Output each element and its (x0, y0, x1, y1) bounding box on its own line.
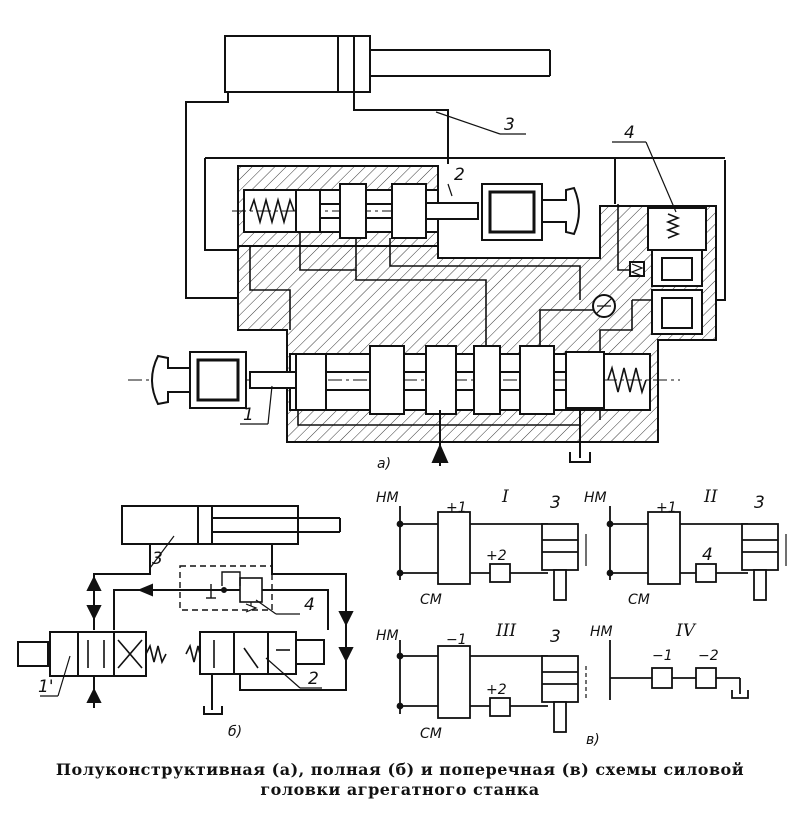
cylinder-3-b (121, 505, 341, 545)
pressure-valve-4-b (179, 565, 273, 611)
label-c-II: II (703, 487, 718, 507)
label-c-IV: IV (675, 621, 697, 641)
label-c-IV-nm: НМ (590, 624, 613, 640)
label-c-III-p2: +2 (486, 682, 507, 698)
label-c-II-nm: НМ (584, 490, 607, 506)
figure-caption: Полуконструктивная (а), полная (б) и поп… (30, 760, 770, 800)
scheme-II (606, 506, 787, 601)
scheme-I (396, 506, 587, 601)
label-a-2: 2 (454, 165, 465, 185)
label-a-1: 1 (243, 405, 254, 425)
label-c-III-cm: СМ (420, 726, 442, 742)
pipe-right-a (716, 160, 726, 301)
directional-valve-2-b (185, 631, 325, 675)
label-c-IV-m2: −2 (698, 648, 719, 664)
pipe-left-a (185, 92, 238, 299)
label-b-1: 1' (38, 677, 54, 697)
label-c-IV-m1: −1 (652, 648, 673, 664)
pipe-rod-a (353, 92, 449, 164)
upper-spring (249, 196, 295, 226)
label-b-2: 2 (308, 669, 319, 689)
caption-line-2: головки агрегатного станка (260, 780, 540, 799)
label-b-3: 3 (152, 549, 163, 569)
label-c-II-p1: +1 (656, 500, 677, 516)
cylinder-3-a (224, 35, 551, 93)
pipe-top-left-a (204, 158, 238, 251)
label-c-I-p2: +2 (486, 548, 507, 564)
label-c-I-cm: СМ (420, 592, 442, 608)
label-c-I-p1: +1 (446, 500, 467, 516)
label-c-III-3: 3 (550, 627, 561, 647)
label-c-III-nm: НМ (376, 628, 399, 644)
label-c-II-4: 4 (702, 545, 713, 565)
scheme-IV (609, 640, 749, 700)
label-a-3: 3 (504, 115, 515, 135)
label-c-II-3: 3 (754, 493, 765, 513)
lower-spring (607, 365, 647, 395)
solenoid-1-a (151, 351, 247, 409)
label-c-III-m1: −1 (446, 632, 467, 648)
pressure-valve-4-a (599, 204, 707, 420)
label-b-4: 4 (304, 595, 315, 615)
label-c-II-cm: СМ (628, 592, 650, 608)
label-a-4: 4 (624, 123, 635, 143)
label-b-sub: б) (228, 724, 242, 740)
pressure-inlet-arrow (431, 443, 449, 463)
scheme-III (396, 640, 587, 733)
directional-valve-1-b (17, 631, 167, 677)
label-c-I-nm: НМ (376, 490, 399, 506)
hydraulic-schematic-figure: 3 2 4 1 а) (17, 35, 787, 748)
label-a-sub: а) (377, 456, 391, 472)
label-c-I-3: 3 (550, 493, 561, 513)
drain-symbol-b (203, 706, 223, 715)
diagram-c (396, 506, 787, 733)
diagram-a (128, 35, 726, 466)
diagram-b (17, 505, 354, 715)
drain-symbol-a (569, 452, 591, 463)
label-c-sub: в) (586, 732, 600, 748)
solenoid-2-a (481, 183, 580, 241)
caption-line-1: Полуконструктивная (а), полная (б) и поп… (55, 760, 745, 779)
label-c-III: III (495, 621, 516, 641)
label-c-I: I (501, 487, 509, 507)
